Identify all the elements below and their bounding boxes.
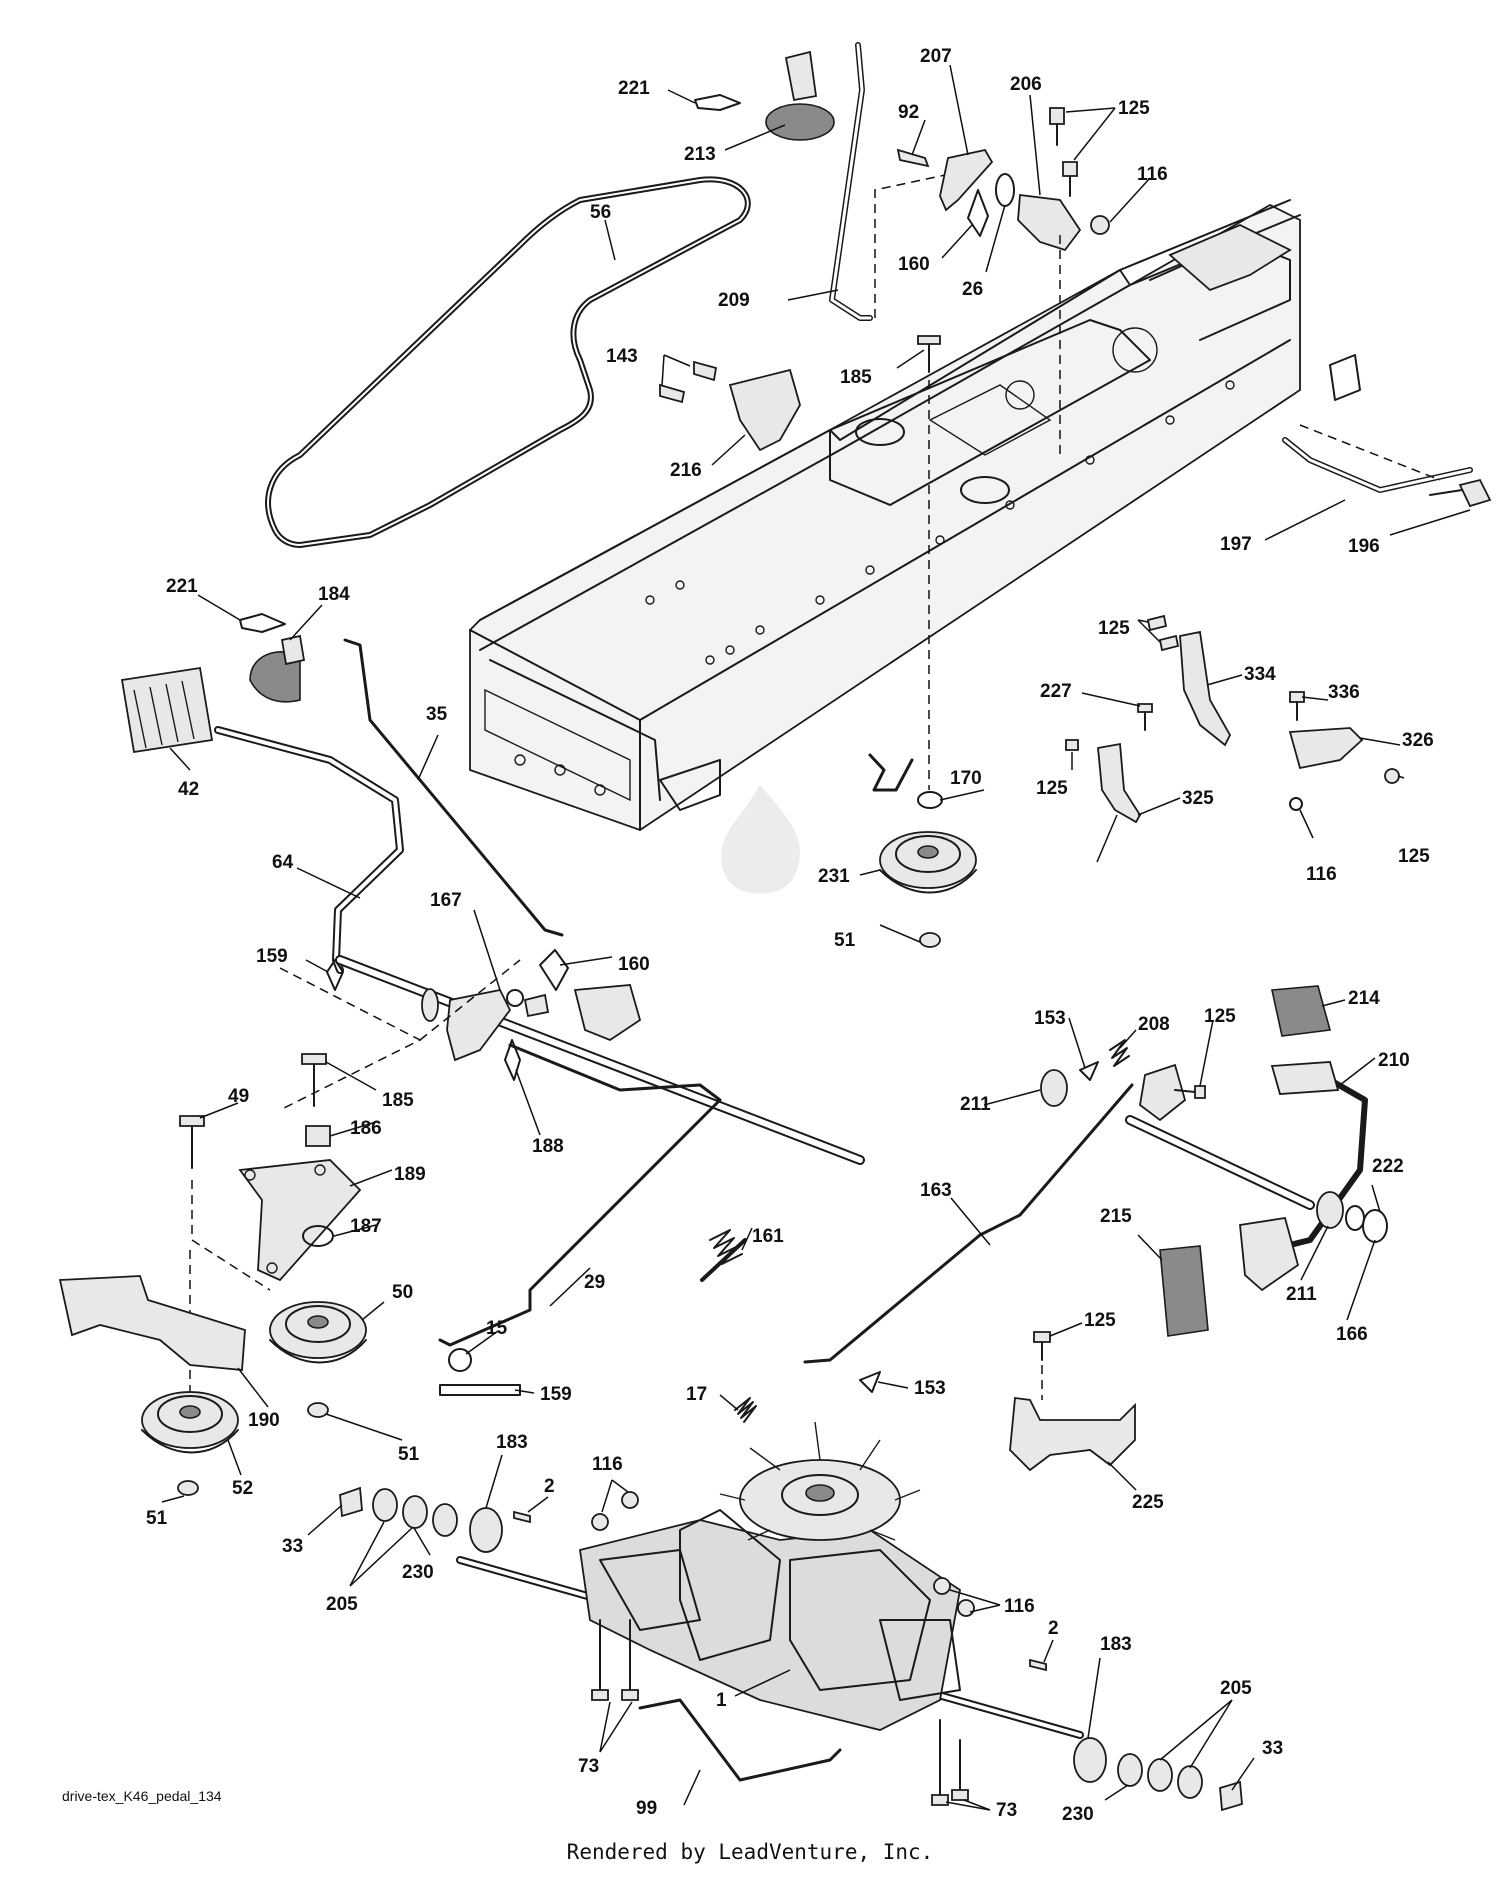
transaxle (339, 1421, 1243, 1812)
callout-33-b: 33 (1262, 1738, 1283, 1759)
callout-189: 189 (394, 1164, 426, 1185)
callout-33: 33 (282, 1536, 303, 1557)
callout-206: 206 (1010, 74, 1042, 95)
callout-64: 64 (272, 852, 294, 873)
pedal-shaft-assembly (279, 949, 865, 1396)
callout-336: 336 (1328, 682, 1360, 703)
callout-230: 230 (402, 1562, 434, 1583)
callout-326: 326 (1402, 730, 1434, 751)
callout-185-b: 185 (382, 1090, 414, 1111)
callout-163: 163 (920, 1180, 952, 1201)
callout-125-b: 125 (1098, 618, 1130, 639)
callout-51-c: 51 (146, 1508, 168, 1529)
callout-167: 167 (430, 890, 462, 911)
callout-190: 190 (248, 1410, 280, 1431)
callout-325: 325 (1182, 788, 1214, 809)
callout-116-c: 116 (592, 1454, 623, 1475)
callout-52: 52 (232, 1478, 253, 1499)
callout-205: 205 (326, 1594, 358, 1615)
callout-159-b: 159 (540, 1384, 572, 1405)
callout-92: 92 (898, 102, 919, 123)
callout-214: 214 (1348, 988, 1380, 1009)
callout-73: 73 (578, 1756, 599, 1777)
callout-160: 160 (898, 254, 930, 275)
drive-belt (265, 176, 751, 548)
callout-215: 215 (1100, 1206, 1132, 1227)
callout-196: 196 (1348, 536, 1380, 557)
callout-125: 125 (1118, 98, 1150, 119)
callout-125-e: 125 (1204, 1006, 1236, 1027)
callout-209: 209 (718, 290, 750, 311)
callout-231: 231 (818, 866, 850, 887)
callout-216: 216 (670, 460, 702, 481)
callout-185: 185 (840, 367, 872, 388)
callout-35: 35 (426, 704, 448, 725)
leader-lines (161, 64, 1471, 1811)
callout-197: 197 (1220, 534, 1252, 555)
callout-42: 42 (178, 779, 199, 800)
callout-183-b: 183 (1100, 1634, 1132, 1655)
callout-188: 188 (532, 1136, 564, 1157)
drawing-id-label: drive-tex_K46_pedal_134 (62, 1788, 222, 1804)
callout-56: 56 (590, 202, 611, 223)
callout-225: 225 (1132, 1492, 1164, 1513)
callout-1: 1 (716, 1690, 727, 1711)
left-pulley-assembly (58, 1053, 367, 1496)
callout-26: 26 (962, 279, 983, 300)
callout-50: 50 (392, 1282, 413, 1303)
callout-labels: 221 213 207 206 92 125 116 56 160 26 209… (146, 46, 1434, 1825)
callout-230-b: 230 (1062, 1804, 1094, 1825)
callout-125-f: 125 (1084, 1310, 1116, 1331)
callout-125-c: 125 (1036, 778, 1068, 799)
callout-49: 49 (228, 1086, 249, 1107)
callout-334: 334 (1244, 664, 1276, 685)
callout-153: 153 (1034, 1008, 1066, 1029)
callout-184: 184 (318, 584, 350, 605)
callout-99: 99 (636, 1798, 657, 1819)
callout-207: 207 (920, 46, 952, 67)
callout-183: 183 (496, 1432, 528, 1453)
callout-143: 143 (606, 346, 638, 367)
callout-222: 222 (1372, 1156, 1404, 1177)
callout-227: 227 (1040, 681, 1072, 702)
callout-116-b: 116 (1306, 864, 1337, 885)
callout-2-b: 2 (1048, 1618, 1059, 1639)
callout-213: 213 (684, 144, 716, 165)
brake-pedal-assembly (734, 985, 1388, 1472)
callout-15: 15 (486, 1318, 508, 1339)
callout-221-b: 221 (166, 576, 198, 597)
callout-153-b: 153 (914, 1378, 946, 1399)
callout-125-d: 125 (1398, 846, 1430, 867)
callout-73-b: 73 (996, 1800, 1017, 1821)
callout-166: 166 (1336, 1324, 1368, 1345)
rendered-by-credit: Rendered by LeadVenture, Inc. (566, 1840, 934, 1864)
callout-221: 221 (618, 78, 650, 99)
callout-170: 170 (950, 768, 982, 789)
chassis-frame (469, 199, 1361, 831)
callout-2: 2 (544, 1476, 555, 1497)
callout-116-d: 116 (1004, 1596, 1035, 1617)
callout-159: 159 (256, 946, 288, 967)
callout-205-b: 205 (1220, 1678, 1252, 1699)
callout-187: 187 (350, 1216, 382, 1237)
callout-211-b: 211 (1286, 1284, 1317, 1305)
callout-51-b: 51 (398, 1444, 420, 1465)
callout-29: 29 (584, 1272, 605, 1293)
callout-186: 186 (350, 1118, 382, 1139)
callout-17: 17 (686, 1384, 707, 1405)
callout-211: 211 (960, 1094, 991, 1115)
callout-116: 116 (1137, 164, 1168, 185)
callout-160-b: 160 (618, 954, 650, 975)
callout-161: 161 (752, 1226, 784, 1247)
callout-208: 208 (1138, 1014, 1170, 1035)
callout-210: 210 (1378, 1050, 1410, 1071)
callout-51: 51 (834, 930, 856, 951)
right-bracket-parts (868, 614, 1400, 948)
